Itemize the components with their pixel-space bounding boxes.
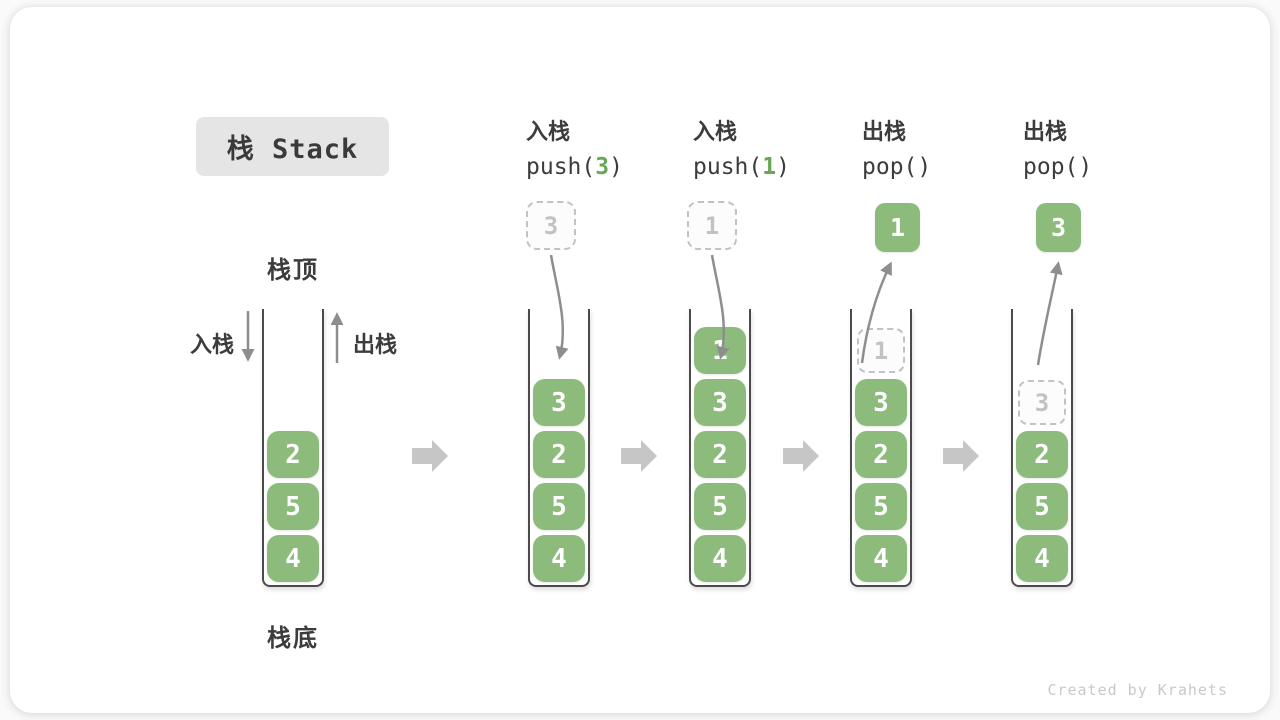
- stack-block: 3: [855, 379, 907, 426]
- ghost-block-incoming: 3: [526, 201, 576, 250]
- stack-5: 3 3 2 5 4: [1011, 7, 1081, 720]
- stack-top-label: 栈顶: [267, 256, 319, 284]
- stack-block: 5: [533, 483, 585, 530]
- stack-block: 3: [694, 379, 746, 426]
- stack-block: 2: [1016, 431, 1068, 478]
- stack-block: 4: [694, 535, 746, 582]
- watermark: Created by Krahets: [1047, 681, 1228, 699]
- code-arg: 1: [762, 154, 777, 180]
- code-pre: pop(: [1023, 154, 1079, 180]
- stack-2: 3 3 2 5 4: [526, 7, 590, 720]
- op-cn-label: 出栈: [1023, 120, 1068, 145]
- op-label-push-1: 入栈 push(1): [693, 114, 790, 180]
- stack-block: 5: [1016, 483, 1068, 530]
- code-post: ): [609, 154, 623, 180]
- stack-block: 1: [694, 327, 746, 374]
- stack-block: 4: [855, 535, 907, 582]
- stack-block: 4: [267, 535, 319, 582]
- op-cn-label: 出栈: [862, 120, 907, 145]
- transition-arrow-icon: [412, 440, 448, 472]
- op-code: pop(): [862, 154, 931, 180]
- transition-arrow-icon: [783, 440, 819, 472]
- op-label-pop-1: 出栈 pop(): [862, 114, 931, 180]
- stack-block: 5: [855, 483, 907, 530]
- code-arg: 3: [595, 154, 610, 180]
- transition-arrow-icon: [621, 440, 657, 472]
- title-badge: 栈 Stack: [196, 117, 389, 176]
- stack-block: 2: [267, 431, 319, 478]
- op-code: push(1): [693, 154, 790, 180]
- code-pre: pop(: [862, 154, 918, 180]
- stack-block: 3: [533, 379, 585, 426]
- stack-block: 4: [1016, 535, 1068, 582]
- diagram-card: 栈 Stack 入栈 push(3) 入栈 push(1) 出栈 pop() 出…: [10, 7, 1270, 713]
- ghost-block-removed: 1: [857, 328, 905, 373]
- code-pre: push(: [526, 154, 596, 180]
- transition-arrow-icon: [943, 440, 979, 472]
- stack-block: 2: [694, 431, 746, 478]
- stack-block: 2: [855, 431, 907, 478]
- stack-3: 1 1 3 2 5 4: [687, 7, 751, 720]
- page-title: 栈 Stack: [226, 134, 359, 165]
- stack-block: 4: [533, 535, 585, 582]
- stack-1: 2 5 4: [262, 7, 324, 720]
- op-code: pop(): [1023, 154, 1092, 180]
- pop-side-label: 出栈: [353, 333, 398, 358]
- op-label-push-3: 入栈 push(3): [526, 114, 623, 180]
- ghost-block-incoming: 1: [687, 201, 737, 250]
- op-cn-label: 入栈: [693, 120, 738, 145]
- code-pre: push(: [693, 154, 763, 180]
- stack-4: 1 1 3 2 5 4: [850, 7, 920, 720]
- push-side-label: 入栈: [190, 333, 235, 358]
- stack-block: 5: [267, 483, 319, 530]
- op-label-pop-2: 出栈 pop(): [1023, 114, 1092, 180]
- code-post: ): [1078, 154, 1093, 180]
- code-post: ): [917, 154, 932, 180]
- stack-bottom-label: 栈底: [267, 624, 319, 652]
- op-cn-label: 入栈: [526, 120, 571, 145]
- popped-block: 3: [1036, 203, 1081, 252]
- op-code: push(3): [526, 154, 623, 180]
- stack-block: 2: [533, 431, 585, 478]
- code-post: ): [776, 154, 790, 180]
- ghost-block-removed: 3: [1018, 380, 1066, 425]
- stack-block: 5: [694, 483, 746, 530]
- popped-block: 1: [875, 203, 920, 252]
